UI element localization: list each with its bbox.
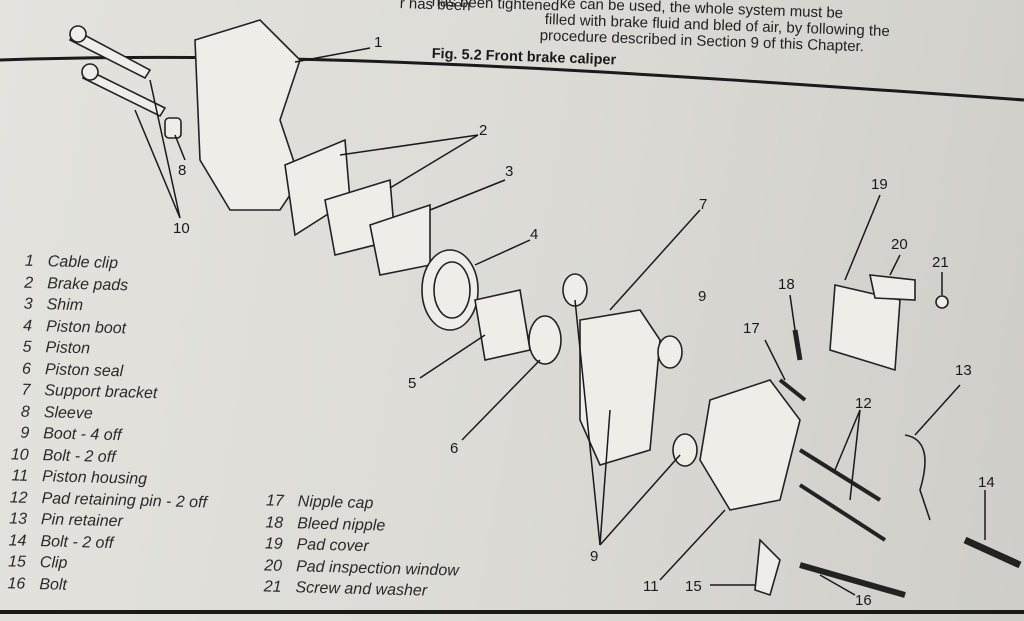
callout-17: 17: [743, 320, 760, 337]
pin-retainer-13: [904, 434, 931, 521]
callout-11: 11: [643, 578, 659, 595]
bolt-14: [963, 536, 1022, 569]
callout-4: 4: [530, 226, 539, 243]
callout-3: 3: [505, 163, 514, 180]
callout-9: 9: [590, 548, 599, 565]
screw-21: [935, 295, 949, 309]
clip-15: [754, 538, 781, 597]
callout-5: 5: [408, 375, 417, 392]
callout-16: 16: [855, 592, 872, 609]
callout-14: 14: [978, 474, 995, 491]
callout-9-b: 9: [698, 288, 707, 305]
piston-5: [474, 289, 531, 361]
callout-12: 12: [855, 395, 872, 412]
pad-pin-a: [798, 448, 882, 502]
callout-10: 10: [173, 220, 190, 237]
pad-window-20: [868, 274, 916, 301]
callout-21: 21: [932, 254, 949, 271]
callout-18: 18: [778, 276, 795, 293]
callout-20: 20: [891, 236, 908, 253]
bolt-10-a-head: [69, 25, 87, 43]
boot-9-b: [657, 335, 683, 369]
callout-19: 19: [871, 176, 888, 193]
support-bracket-7: [579, 309, 661, 466]
pad-pin-b: [798, 483, 887, 542]
leader-lines: [134, 47, 986, 596]
callout-2: 2: [479, 122, 488, 139]
bleed-nipple-18: [792, 329, 803, 361]
callout-13: 13: [955, 362, 972, 379]
sleeve-8: [164, 117, 182, 139]
caliper-body: [194, 19, 301, 211]
piston-housing-11: [699, 379, 801, 511]
callout-8: 8: [178, 162, 187, 179]
callout-6: 6: [450, 440, 459, 457]
piston-seal-6: [528, 315, 562, 365]
nipple-cap-17: [778, 378, 807, 402]
callout-7: 7: [699, 196, 708, 213]
callout-15: 15: [685, 578, 702, 595]
callout-1: 1: [374, 34, 383, 51]
bolt-16: [799, 562, 906, 598]
boot-9-c: [672, 433, 698, 467]
top-border-line: [0, 55, 1024, 102]
